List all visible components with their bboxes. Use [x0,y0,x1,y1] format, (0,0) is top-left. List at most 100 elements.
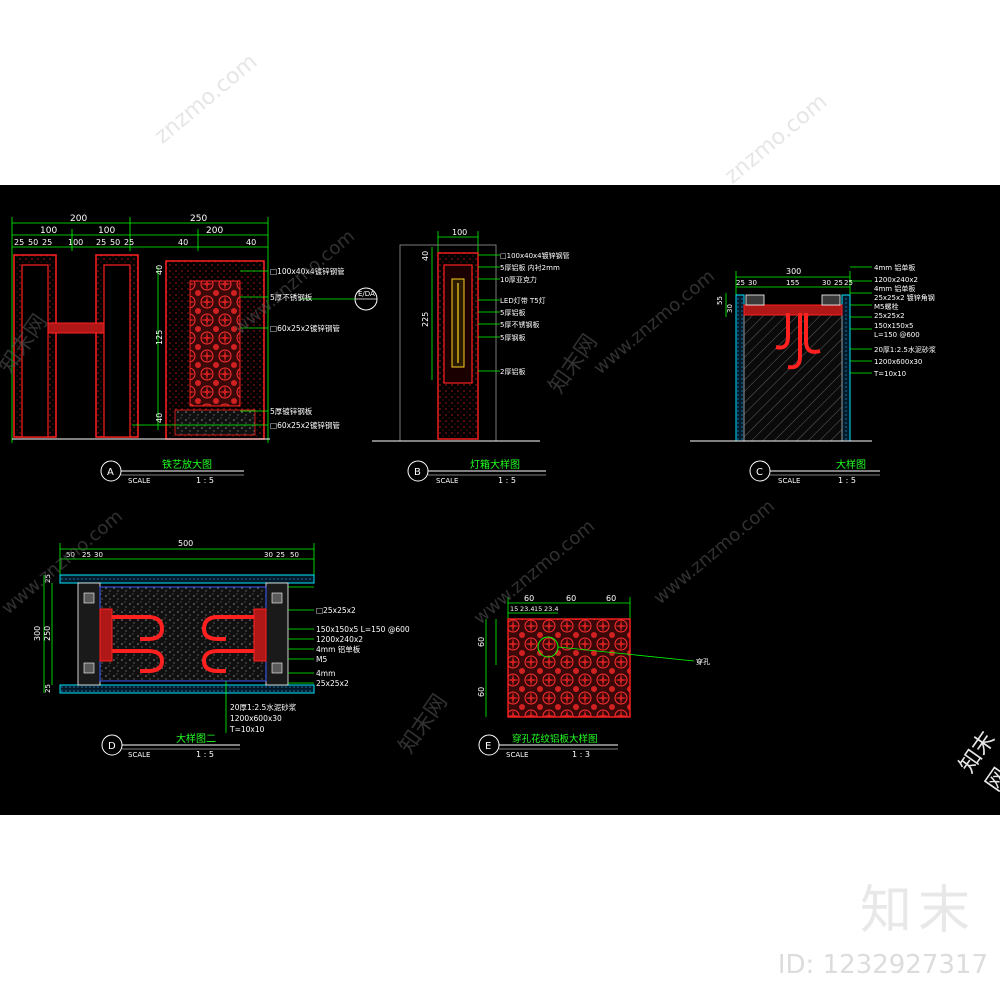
drawing-c-dim-mid-5: 25 [834,279,843,287]
drawing-d-title: 大样图二 [176,732,216,745]
watermark-site-1: www.znzmo.com [590,266,719,379]
drawing-d-note-2: 150x150x5 L=150 @600 [316,625,410,634]
drawing-a-dim-top-1: 200 [70,214,87,224]
drawing-c-note-11: T=10x10 [873,370,906,378]
drawing-c-note-9: 20厚1:2.5水泥砂浆 [874,345,936,354]
drawing-c-note-1: 4mm 铝单板 [874,263,915,272]
drawing-a-note-5: □60x25x2镀锌钢管 [270,420,340,430]
drawing-d-dim-mid-6: 50 [290,551,299,559]
drawing-a-note-4: 5厚镀锌钢板 [270,406,313,416]
drawing-e-dim-top-3: 60 [606,594,616,603]
drawing-b-note-7: 5厚钢板 [500,333,525,342]
drawing-c-dim-mid-3: 155 [786,279,799,287]
drawing-e-dim-mid-2: 23.4 [520,605,534,613]
drawing-e-dim-mid-3: 15 [534,605,542,613]
drawing-a-callout [300,287,378,311]
drawing-a-dim-top-2: 250 [190,214,207,224]
drawing-c-note-6: 25x25x2 [874,312,905,320]
drawing-c-dim-top: 300 [786,267,801,276]
cad-drawing-canvas: 200 250 100 100 200 25 50 25 100 25 50 2… [0,185,1000,815]
brand-logo: 知末 [859,881,976,941]
drawing-a-decorative-panel [165,260,265,440]
drawing-e-note-1: 穿孔 [696,657,710,666]
drawing-c-dim-side-1: 55 [716,296,724,305]
watermark-top-left-text: znzmo.com [150,49,263,150]
drawing-e-dim-top-1: 60 [524,594,534,603]
drawing-a-dim-low-4: 100 [68,238,83,247]
drawing-a-dim-low-3: 25 [42,238,52,247]
drawing-a-iron-frame [13,254,139,438]
drawing-b-dim-top: 100 [452,228,467,237]
drawing-a-dim-side-2: 125 [155,330,164,345]
drawing-d-leaders [225,586,314,733]
drawing-d-dim-mid-3: 30 [94,551,103,559]
drawing-d-dim-mid-5: 25 [276,551,285,559]
drawing-a-dimension-lines [11,217,269,443]
drawing-b-scale: 1 : 5 [498,476,516,485]
watermark-cn-3: 知末网 [394,690,452,758]
drawing-d-note-9: 1200x600x30 [230,714,282,723]
drawing-e [485,597,695,718]
drawing-a-dim-side-1: 40 [155,265,164,275]
drawing-d-dimension-lines [43,543,315,693]
drawing-c-section [735,294,851,442]
watermark-top-right-text: znzmo.com [720,89,833,190]
drawing-d-scale: 1 : 5 [196,750,214,759]
drawing-a-dim-mid-1: 100 [40,226,57,236]
drawing-a-dim-mid-3: 200 [206,226,223,236]
drawing-e-dim-side-2: 60 [477,687,486,697]
drawing-a-callout-label: E/DA [358,290,375,298]
drawing-c-note-7: 150x150x5 [874,322,913,330]
drawing-e-letter: E [485,741,491,752]
drawing-a-title: 铁艺放大图 [162,458,212,471]
drawing-a-dim-low-1: 25 [14,238,24,247]
drawing-d-dim-side-4: 25 [44,684,52,693]
drawing-d-note-6: 4mm [316,669,335,678]
drawing-b-lightbox [437,252,479,440]
drawing-c-note-8: L=150 @600 [874,331,920,339]
drawing-c [690,266,872,442]
drawing-d-scale-label: SCALE [128,751,150,759]
drawing-d-note-4: 4mm 铝单板 [316,644,361,654]
drawing-c-dim-mid-1: 25 [736,279,745,287]
drawing-e-dim-mid-4: 23.4 [544,605,558,613]
drawing-b-letter: B [414,467,421,478]
drawing-c-dim-mid-2: 30 [748,279,757,287]
drawing-c-scale-label: SCALE [778,477,800,485]
drawing-d-note-1: □25x25x2 [316,606,356,615]
drawing-d-dim-mid-4: 30 [264,551,273,559]
drawing-e-title: 穿孔花纹铝板大样图 [512,733,598,745]
drawing-d-note-3: 1200x240x2 [316,635,363,644]
drawing-e-leader [557,646,695,662]
drawing-b-dim-side-1: 40 [421,251,430,261]
drawing-b-note-4: LED灯带 T5灯 [500,296,546,305]
drawing-d-section [59,574,315,694]
drawing-e-scale: 1 : 3 [572,750,590,759]
title-blocks [100,460,880,756]
drawing-a-dim-low-6: 50 [110,238,120,247]
drawing-a-scale-label: SCALE [128,477,150,485]
drawing-d-note-5: M5 [316,655,327,664]
drawing-d-letter: D [108,741,116,752]
drawing-b-note-5: 5厚铝板 [500,308,525,317]
drawing-c-note-5: M5螺栓 [874,302,899,311]
drawing-b [372,231,540,442]
drawing-d [43,543,315,733]
drawing-b-note-2: 5厚铝板 内衬2mm [500,263,560,272]
drawing-a-dim-low-5: 25 [96,238,106,247]
drawing-e-perforated-panel [507,618,631,718]
drawing-a-note-2: 5厚不锈钢板 [270,292,313,302]
drawing-a-dim-low-9: 40 [246,238,256,247]
drawing-b-note-1: □100x40x4镀锌钢管 [500,251,570,260]
drawing-c-note-3: 4mm 铝单板 [874,284,915,293]
drawing-d-dim-side-3: 25 [44,574,52,583]
drawing-c-dim-mid-6: 25 [844,279,853,287]
drawing-b-dim-side-2: 225 [421,312,430,327]
drawing-a-dim-low-7: 25 [124,238,134,247]
drawing-c-dim-side-2: 30 [726,304,734,313]
drawing-a-dim-mid-2: 100 [98,226,115,236]
drawing-e-scale-label: SCALE [506,751,528,759]
drawing-b-scale-label: SCALE [436,477,458,485]
drawing-b-title: 灯箱大样图 [470,458,520,471]
